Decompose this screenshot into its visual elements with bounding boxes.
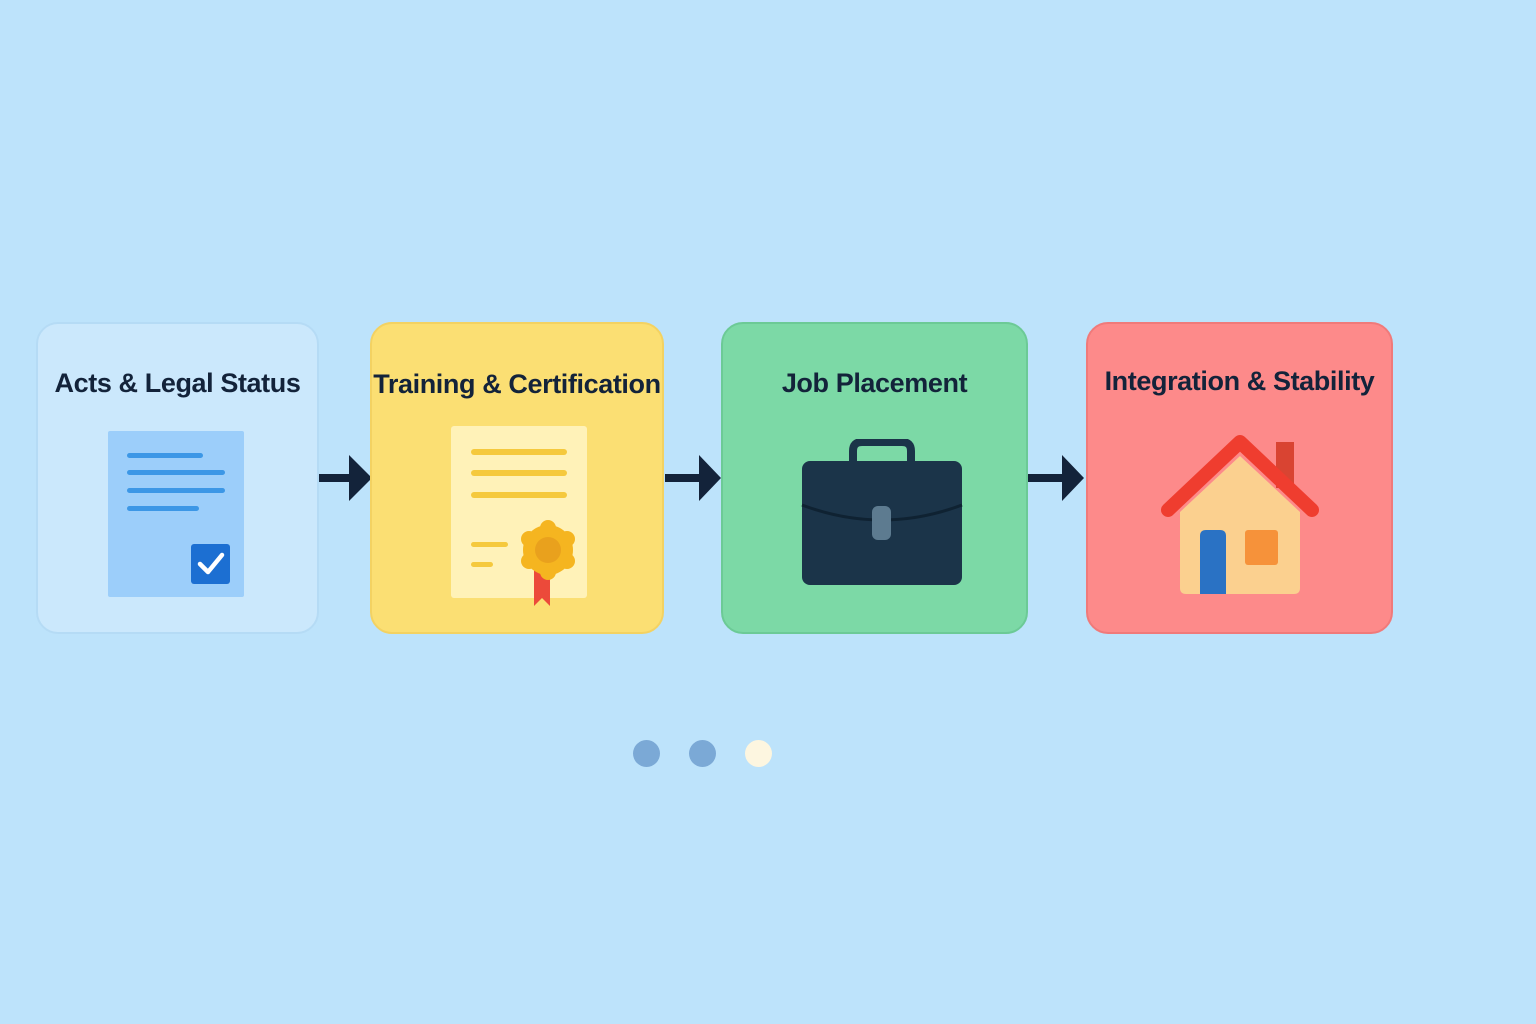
- pagination-dot-3[interactable]: [745, 740, 772, 767]
- step-title: Integration & Stability: [1104, 366, 1375, 396]
- pagination-dot-1[interactable]: [633, 740, 660, 767]
- step-title: Job Placement: [781, 368, 968, 398]
- step-card-job-placement: Job Placement: [721, 322, 1028, 634]
- arrow-right-icon: [319, 455, 373, 501]
- step-card-integration-stability: Integration & Stability: [1086, 322, 1393, 634]
- certificate-icon: [451, 426, 591, 610]
- step-card-acts-legal-status: Acts & Legal Status: [36, 322, 319, 634]
- briefcase-icon: [800, 439, 964, 587]
- step-card-training-certification: Training & Certification: [370, 322, 664, 634]
- pagination-dots: [633, 740, 773, 768]
- arrow-right-icon: [1028, 455, 1085, 501]
- step-title: Acts & Legal Status: [54, 368, 301, 398]
- document-check-icon: [108, 431, 244, 597]
- arrow-right-icon: [665, 455, 722, 501]
- pagination-dot-2[interactable]: [689, 740, 716, 767]
- house-icon: [1160, 432, 1322, 598]
- step-title: Training & Certification: [373, 369, 661, 399]
